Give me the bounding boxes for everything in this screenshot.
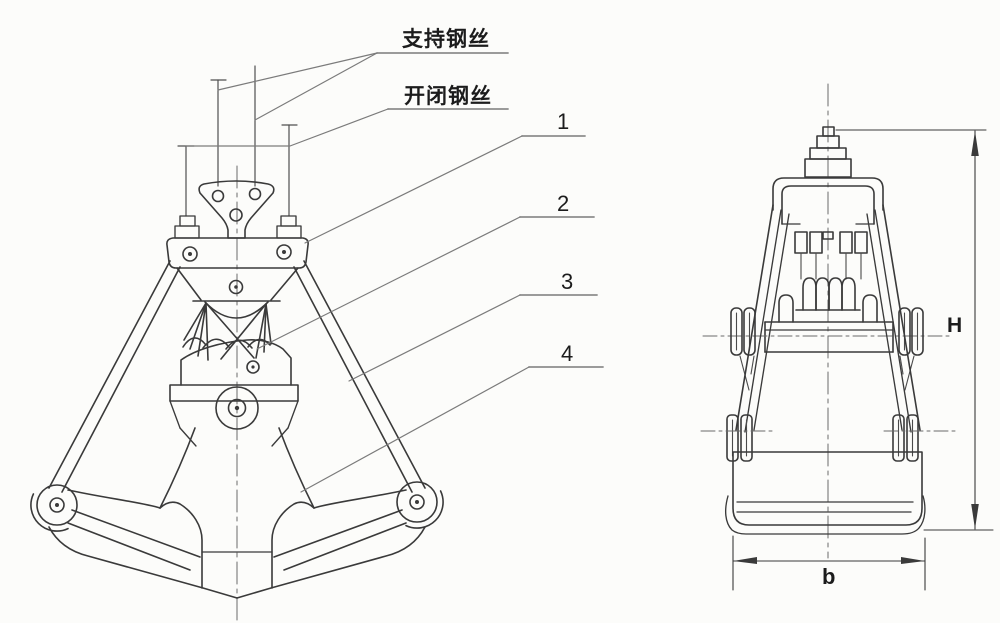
- part-3-label: 3: [561, 269, 573, 294]
- open-close-wire-callout: 开闭钢丝: [185, 84, 509, 147]
- callouts: 支持钢丝 开闭钢丝 1 2 3 4: [185, 27, 604, 493]
- part-1-label: 1: [557, 109, 569, 134]
- part-4-label: 4: [561, 341, 573, 366]
- under-beam-plate: [176, 267, 299, 302]
- part-callout-3: 3: [348, 269, 598, 382]
- shackle-plate: [198, 180, 275, 239]
- shackle-hole: [248, 187, 262, 201]
- front-view: [30, 65, 444, 621]
- part-callout-2: 2: [256, 191, 595, 350]
- support-wire-label: 支持钢丝: [402, 27, 490, 51]
- support-arms: [48, 260, 426, 493]
- dimension-H: H: [835, 129, 994, 531]
- rope-coil-arc: [182, 337, 207, 348]
- dimension-b: b: [732, 535, 926, 591]
- bucket-body: [724, 451, 926, 535]
- shackle-hole: [211, 189, 225, 203]
- open-close-wire-label: 开闭钢丝: [404, 84, 492, 108]
- shackle-hole: [229, 208, 243, 222]
- sheave-block-band: [169, 384, 299, 402]
- wire-anchor-bolts: [174, 215, 302, 239]
- swivel-stack: [804, 126, 852, 178]
- part-callout-1: 1: [304, 109, 586, 244]
- left-shell: [48, 427, 238, 599]
- hinge-bosses: [30, 481, 444, 532]
- legs: [735, 204, 921, 433]
- support-wire-callout: 支持钢丝: [217, 27, 509, 121]
- side-view: H b: [700, 83, 994, 591]
- part-callout-4: 4: [300, 341, 604, 493]
- upper-housing: [772, 177, 884, 225]
- right-shell: [236, 427, 426, 599]
- upper-side-sheaves: [730, 307, 924, 391]
- bucket-skirt: [724, 495, 926, 535]
- lower-brackets: [726, 414, 919, 462]
- rope-guide-bars: [794, 231, 868, 280]
- mid-block: [764, 321, 894, 353]
- main-hinge-pin: [215, 386, 259, 430]
- dimension-b-label: b: [822, 564, 835, 589]
- rope-coil-arc: [202, 338, 230, 349]
- head-beam: [166, 237, 309, 269]
- sheave-block: [169, 339, 299, 447]
- sheave-stack: [778, 277, 878, 323]
- dimension-H-label: H: [947, 314, 962, 337]
- part-2-label: 2: [557, 191, 569, 216]
